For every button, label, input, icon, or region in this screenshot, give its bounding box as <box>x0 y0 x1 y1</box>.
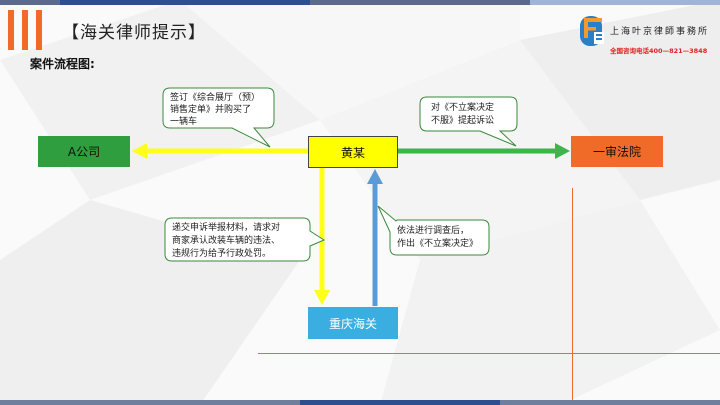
callout-complaint-line-3: 违规行为给予行政处罚。 <box>172 247 271 259</box>
page-title: 【海关律师提示】 <box>62 23 206 43</box>
arrow-huang-to-customs <box>314 168 330 305</box>
node-customs: 重庆海关 <box>308 307 398 339</box>
callout-purchase-line-1: 签订《综合展厅（预） <box>170 91 260 103</box>
accent-bar-1 <box>8 10 14 50</box>
arrow-huang-to-company <box>132 143 308 159</box>
law-firm-name: 上海叶京律師事務所 <box>610 27 710 37</box>
callout-complaint-text: 递交申诉举报材料，请求对 商家承认改装车辆的违法、 违规行为给予行政处罚。 <box>172 221 283 259</box>
node-court: 一审法院 <box>571 136 663 167</box>
callout-purchase-line-3: 一辆车 <box>170 115 197 127</box>
top-bar-light <box>530 0 720 5</box>
callout-purchase-line-2: 销售定单》并购买了 <box>170 103 251 115</box>
callout-purchase <box>162 87 275 148</box>
callout-lawsuit-line-1: 对《不立案决定 <box>431 101 494 113</box>
decor-line-horizontal <box>258 353 720 354</box>
arrow-customs-to-huang <box>367 169 383 306</box>
top-bar-blue <box>60 0 310 5</box>
top-bar-dark <box>0 0 720 5</box>
bottom-bar-blue <box>300 400 500 405</box>
accent-bar-3 <box>36 10 42 50</box>
law-firm-logo: 上海叶京律師事務所 全国咨询电话400—821—3848 <box>578 14 713 56</box>
node-huang: 黄某 <box>308 136 398 168</box>
callout-lawsuit <box>419 96 518 147</box>
arrow-huang-to-court <box>398 143 570 159</box>
callout-lawsuit-text: 对《不立案决定 不服》提起诉讼 <box>431 101 497 126</box>
callout-decision-text: 依法进行调查后， 作出《不立案决定》 <box>397 224 478 249</box>
accent-bar-2 <box>22 10 28 50</box>
callout-lawsuit-line-2: 不服》提起诉讼 <box>431 114 494 126</box>
law-firm-logo-icon <box>580 16 604 46</box>
callout-decision-line-2: 作出《不立案决定》 <box>397 237 478 249</box>
callout-decision-line-1: 依法进行调查后， <box>397 224 469 236</box>
callout-complaint <box>164 217 326 262</box>
callout-complaint-line-2: 商家承认改装车辆的违法、 <box>172 234 280 246</box>
callout-decision <box>377 205 490 256</box>
node-company-a: A公司 <box>38 136 130 167</box>
callout-complaint-line-1: 递交申诉举报材料，请求对 <box>172 221 280 233</box>
callout-purchase-text: 签订《综合展厅（预） 销售定单》并购买了 一辆车 <box>170 91 263 127</box>
page-subtitle: 案件流程图: <box>30 57 95 71</box>
law-firm-phone: 全国咨询电话400—821—3848 <box>610 47 708 55</box>
decor-line-vertical <box>572 188 573 405</box>
